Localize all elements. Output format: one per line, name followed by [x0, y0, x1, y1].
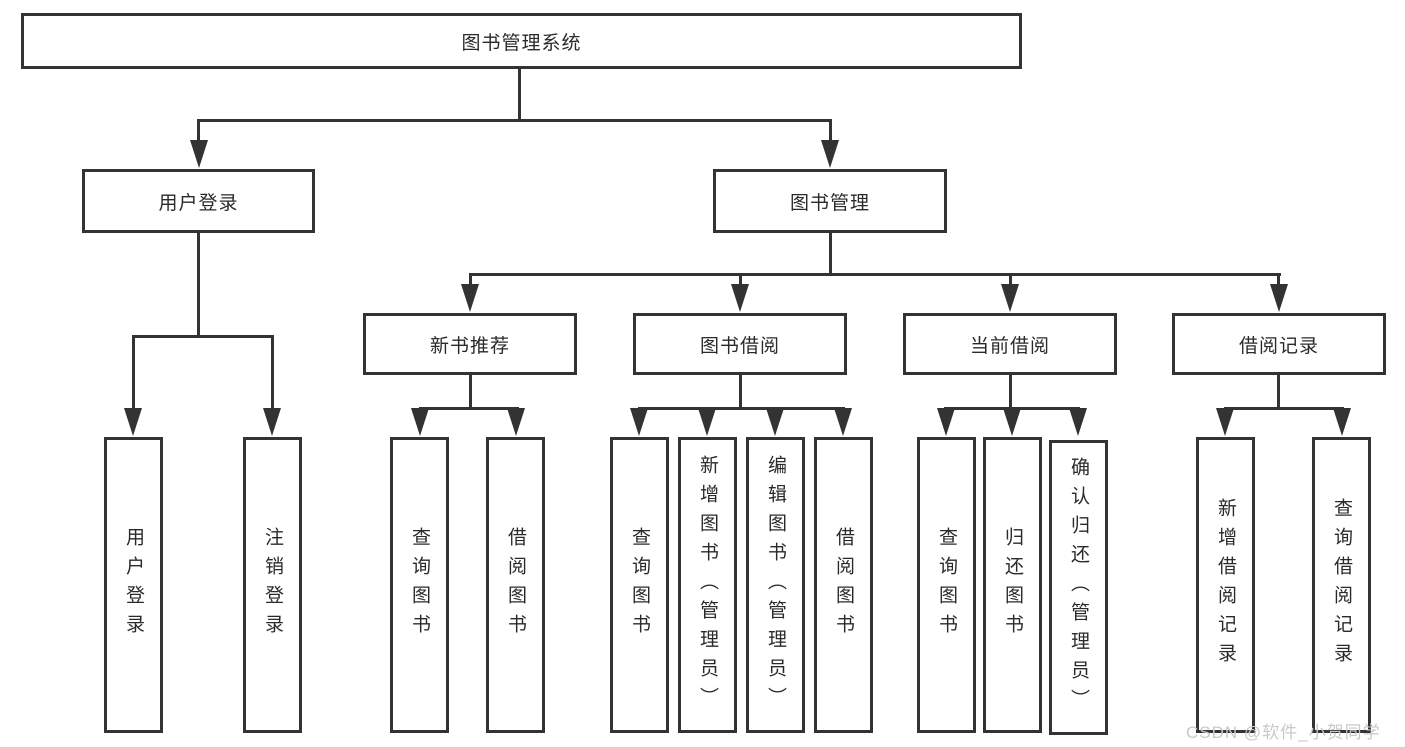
arrow-to-current-borrow [1001, 284, 1019, 312]
arrow-to-query-books-2 [630, 408, 648, 436]
node-current-borrow-label: 当前借阅 [969, 335, 1050, 357]
connector-userlogin-rail [132, 335, 274, 338]
connector-stem-logout-leaf [271, 335, 274, 413]
node-book-borrow-label: 图书借阅 [699, 335, 780, 357]
csdn-watermark: CSDN @软件_小贺同学 [1186, 723, 1381, 742]
arrow-to-add-book [698, 408, 716, 436]
connector-newbook-stem [469, 375, 472, 409]
node-new-book-recommend: 新书推荐 [363, 313, 577, 375]
arrow-to-query-books-1 [411, 408, 429, 436]
leaf-query-borrow-record-label: 查询借阅记录 [1331, 498, 1352, 672]
connector-bookborrow-stem [739, 375, 742, 409]
connector-stem-book-borrow [739, 273, 742, 287]
leaf-add-borrow-record: 新增借阅记录 [1196, 437, 1255, 733]
leaf-add-book-admin: 新增图书（管理员） [678, 437, 737, 733]
connector-records-rail [1224, 407, 1344, 410]
connector-userlogin-stem [197, 233, 200, 337]
leaf-borrow-books-1-label: 借阅图书 [505, 527, 526, 643]
connector-newbook-rail [419, 407, 519, 410]
leaf-confirm-return-admin-label: 确认归还（管理员） [1068, 457, 1089, 718]
leaf-user-login-label: 用户登录 [123, 527, 144, 643]
leaf-query-books-2-label: 查询图书 [629, 527, 650, 643]
connector-root-rail [197, 119, 832, 122]
leaf-return-book-label: 归还图书 [1002, 527, 1023, 643]
leaf-user-login: 用户登录 [104, 437, 163, 733]
leaf-borrow-books-2-label: 借阅图书 [833, 527, 854, 643]
leaf-query-borrow-record: 查询借阅记录 [1312, 437, 1371, 733]
arrow-to-borrow-records [1270, 284, 1288, 312]
arrow-to-book-management [821, 140, 839, 168]
arrow-to-add-record [1216, 408, 1234, 436]
node-book-borrow: 图书借阅 [633, 313, 847, 375]
arrow-to-user-login [190, 140, 208, 168]
leaf-query-books-2: 查询图书 [610, 437, 669, 733]
leaf-query-books-3: 查询图书 [917, 437, 976, 733]
node-root: 图书管理系统 [21, 13, 1022, 69]
arrow-to-query-record [1333, 408, 1351, 436]
leaf-logout-label: 注销登录 [262, 527, 283, 643]
node-current-borrow: 当前借阅 [903, 313, 1117, 375]
leaf-return-book: 归还图书 [983, 437, 1042, 733]
arrow-to-logout-leaf [263, 408, 281, 436]
arrow-to-login-leaf [124, 408, 142, 436]
arrow-to-return-book [1003, 408, 1021, 436]
node-borrow-records-label: 借阅记录 [1238, 335, 1319, 357]
leaf-query-books-3-label: 查询图书 [936, 527, 957, 643]
arrow-to-borrow-books-2 [834, 408, 852, 436]
connector-bookmgmt-rail [469, 273, 1281, 276]
connector-bookmgmt-stem [829, 233, 832, 275]
connector-stem-book-management [829, 119, 832, 145]
node-root-label: 图书管理系统 [461, 32, 582, 54]
connector-stem-new-book [469, 273, 472, 287]
node-book-management-label: 图书管理 [789, 192, 870, 214]
connector-records-stem [1277, 375, 1280, 409]
connector-stem-login-leaf [132, 335, 135, 413]
node-book-management: 图书管理 [713, 169, 947, 233]
connector-bookborrow-rail [638, 407, 845, 410]
arrow-to-new-book [461, 284, 479, 312]
arrow-to-borrow-books-1 [507, 408, 525, 436]
leaf-query-books-1-label: 查询图书 [409, 527, 430, 643]
leaf-add-borrow-record-label: 新增借阅记录 [1215, 498, 1236, 672]
connector-stem-user-login [197, 119, 200, 145]
leaf-confirm-return-admin: 确认归还（管理员） [1049, 440, 1108, 735]
connector-stem-borrow-records [1277, 273, 1280, 287]
node-user-login-label: 用户登录 [158, 192, 239, 214]
node-user-login: 用户登录 [82, 169, 315, 233]
leaf-edit-book-admin: 编辑图书（管理员） [746, 437, 805, 733]
arrow-to-edit-book [766, 408, 784, 436]
node-new-book-recommend-label: 新书推荐 [429, 335, 510, 357]
leaf-logout: 注销登录 [243, 437, 302, 733]
leaf-borrow-books-2: 借阅图书 [814, 437, 873, 733]
connector-stem-current-borrow [1009, 273, 1012, 287]
leaf-add-book-admin-label: 新增图书（管理员） [697, 454, 718, 716]
leaf-query-books-1: 查询图书 [390, 437, 449, 733]
node-borrow-records: 借阅记录 [1172, 313, 1386, 375]
leaf-borrow-books-1: 借阅图书 [486, 437, 545, 733]
connector-currentborrow-stem [1009, 375, 1012, 409]
leaf-edit-book-admin-label: 编辑图书（管理员） [765, 454, 786, 716]
connector-root-stem [518, 69, 521, 121]
arrow-to-query-books-3 [937, 408, 955, 436]
arrow-to-book-borrow [731, 284, 749, 312]
arrow-to-confirm-return [1069, 408, 1087, 436]
